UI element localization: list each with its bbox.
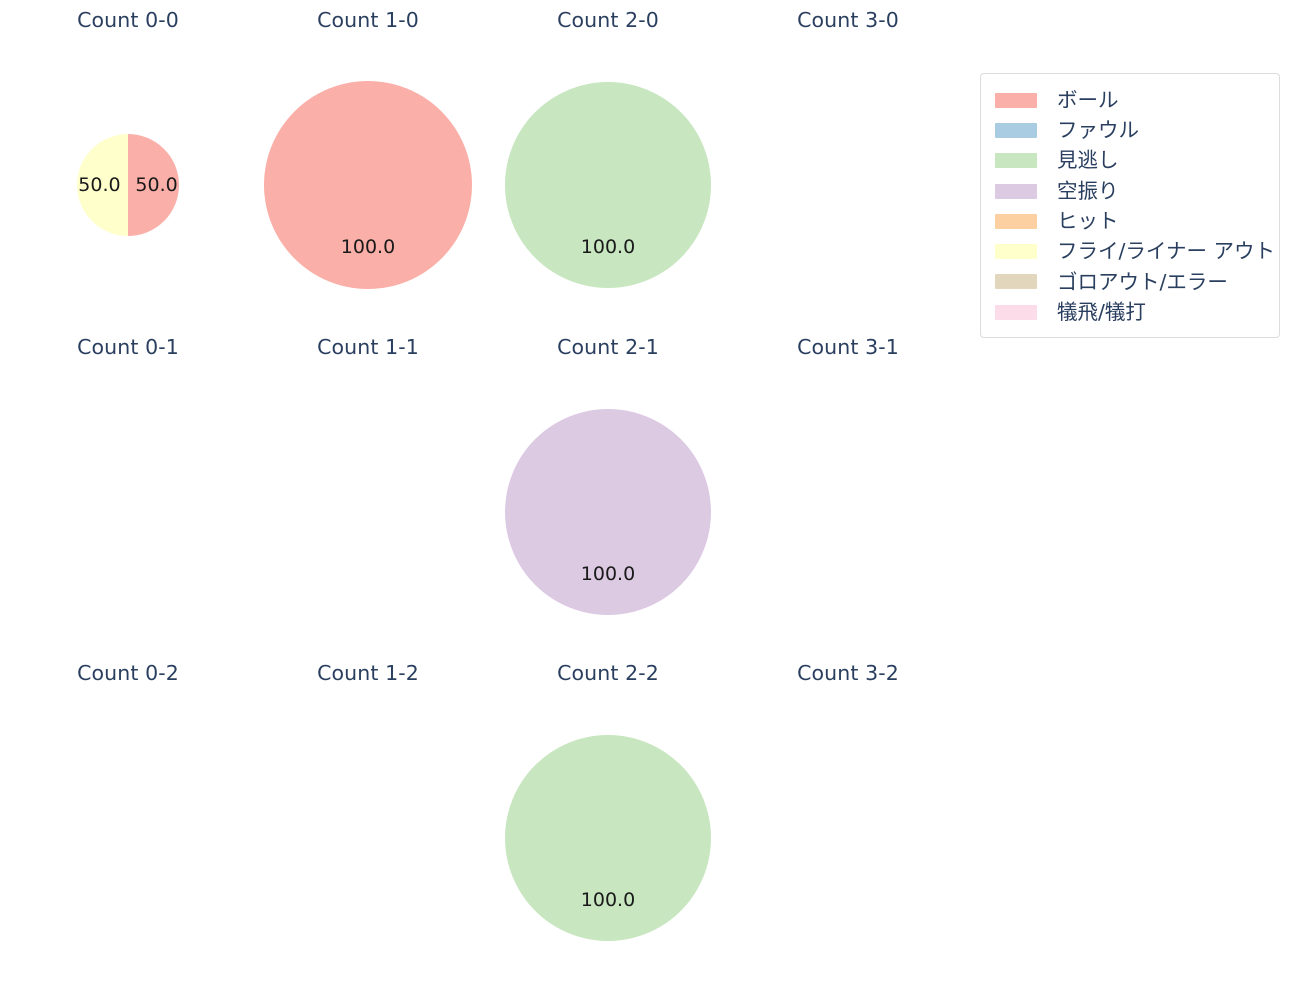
pie-cell-count-0-1: Count 0-1 bbox=[0, 335, 288, 661]
pie-cell-count-3-0: Count 3-0 bbox=[688, 8, 1008, 334]
pie-cell-title: Count 0-2 bbox=[77, 661, 179, 685]
pie-cell-title: Count 2-1 bbox=[557, 335, 659, 359]
pie-cell-count-1-1: Count 1-1 bbox=[208, 335, 528, 661]
pie-slices[interactable] bbox=[77, 134, 179, 236]
legend-item-label: 見逃し bbox=[1057, 148, 1119, 173]
legend-swatch-icon bbox=[995, 274, 1037, 290]
legend-swatch-icon bbox=[995, 92, 1037, 108]
legend-item-label: ファウル bbox=[1057, 118, 1139, 143]
chart-legend: ボールファウル見逃し空振りヒットフライ/ライナー アウトゴロアウト/エラー犠飛/… bbox=[980, 73, 1280, 339]
pie-cell-count-3-1: Count 3-1 bbox=[688, 335, 1008, 661]
legend-swatch-icon bbox=[995, 122, 1037, 138]
pie-slices[interactable] bbox=[505, 409, 711, 615]
legend-swatch-icon bbox=[995, 183, 1037, 199]
legend-item[interactable]: ヒット bbox=[995, 206, 1265, 236]
pie-cell-title: Count 3-2 bbox=[797, 661, 899, 685]
legend-item[interactable]: ボール bbox=[995, 85, 1265, 115]
pie-cell-count-3-2: Count 3-2 bbox=[688, 661, 1008, 987]
legend-item[interactable]: 見逃し bbox=[995, 146, 1265, 176]
pie-cell-title: Count 2-2 bbox=[557, 661, 659, 685]
pie-cell-title: Count 2-0 bbox=[557, 8, 659, 32]
legend-item-label: フライ/ライナー アウト bbox=[1057, 239, 1276, 264]
pie-chart[interactable]: 100.0 bbox=[448, 661, 768, 987]
pie-cell-title: Count 0-0 bbox=[77, 8, 179, 32]
legend-item-label: 犠飛/犠打 bbox=[1057, 299, 1146, 324]
pie-cell-title: Count 3-0 bbox=[797, 8, 899, 32]
pie-cell-title: Count 1-0 bbox=[317, 8, 419, 32]
legend-item-label: 空振り bbox=[1057, 178, 1119, 203]
legend-item[interactable]: 空振り bbox=[995, 176, 1265, 206]
legend-item[interactable]: 犠飛/犠打 bbox=[995, 297, 1265, 327]
pie-slices[interactable] bbox=[505, 82, 711, 288]
legend-item[interactable]: ゴロアウト/エラー bbox=[995, 267, 1265, 297]
legend-swatch-icon bbox=[995, 213, 1037, 229]
legend-item-label: ゴロアウト/エラー bbox=[1057, 269, 1228, 294]
pie-cell-count-1-2: Count 1-2 bbox=[208, 661, 528, 987]
legend-swatch-icon bbox=[995, 244, 1037, 260]
pie-chart[interactable]: 100.0 bbox=[448, 335, 768, 661]
pie-cell-title: Count 1-2 bbox=[317, 661, 419, 685]
legend-swatch-icon bbox=[995, 304, 1037, 320]
pie-chart[interactable]: 100.0 bbox=[208, 8, 528, 334]
legend-item[interactable]: ファウル bbox=[995, 115, 1265, 145]
legend-item[interactable]: フライ/ライナー アウト bbox=[995, 236, 1275, 266]
legend-item-label: ヒット bbox=[1057, 209, 1119, 234]
pie-slices[interactable] bbox=[505, 735, 711, 941]
pie-slices[interactable] bbox=[264, 81, 472, 289]
pie-cell-title: Count 3-1 bbox=[797, 335, 899, 359]
pie-cell-count-0-2: Count 0-2 bbox=[0, 661, 288, 987]
pie-cell-title: Count 1-1 bbox=[317, 335, 419, 359]
legend-swatch-icon bbox=[995, 153, 1037, 169]
legend-item-label: ボール bbox=[1057, 87, 1119, 112]
pie-cell-title: Count 0-1 bbox=[77, 335, 179, 359]
